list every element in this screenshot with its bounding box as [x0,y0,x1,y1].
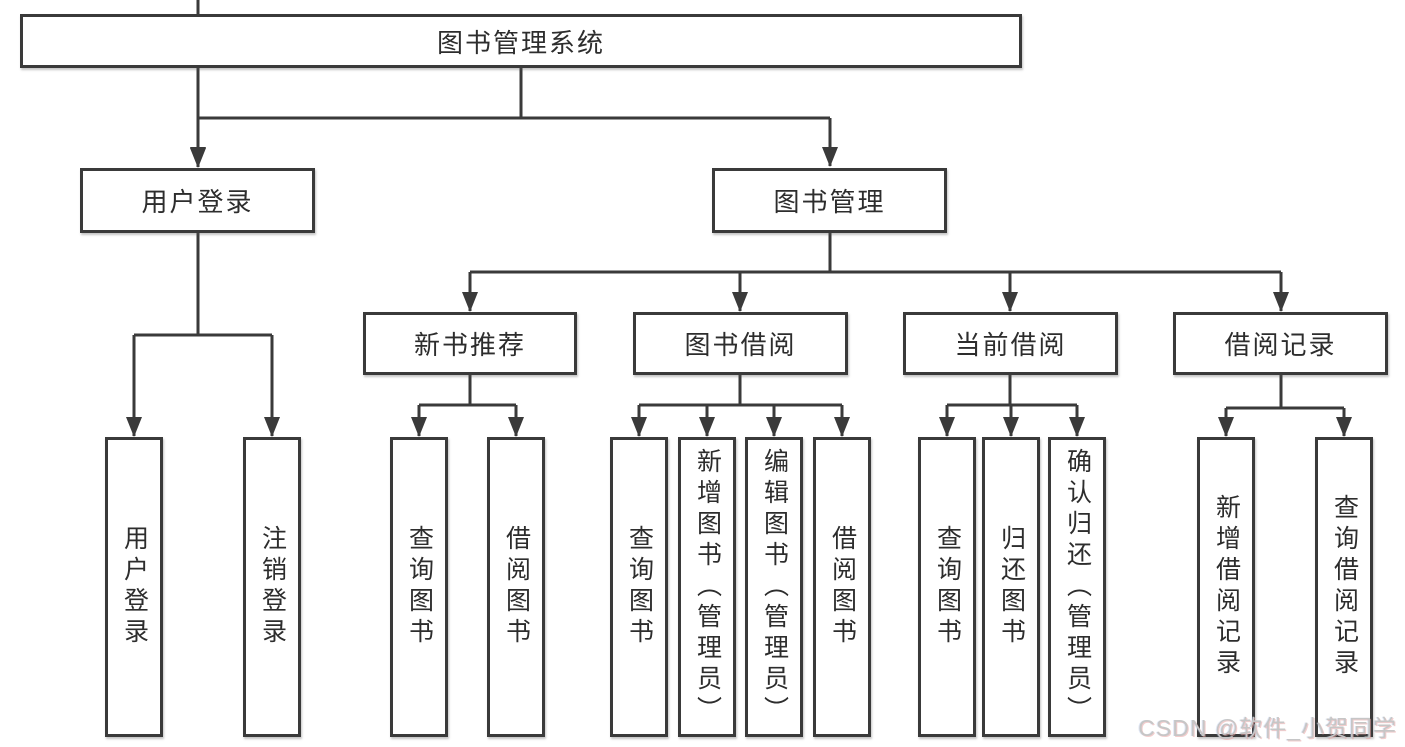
leaf-return-book: 归还图书 [982,437,1040,737]
leaf-label: 归还图书 [997,525,1026,649]
node-label: 图书管理系统 [436,27,605,58]
node-label: 当前借阅 [954,330,1067,360]
leaf-edit-book-admin: 编辑图书（管理员） [745,437,803,737]
node-label: 图书管理 [773,187,886,217]
leaf-logout: 注销登录 [243,437,301,737]
leaf-borrow-books-recommend: 借阅图书 [487,437,545,737]
leaf-borrow-books: 借阅图书 [813,437,871,737]
node-label: 借阅记录 [1224,330,1337,360]
csdn-watermark: CSDN @软件_小贺同学 [1138,715,1397,741]
leaf-label: 借阅图书 [828,525,857,649]
node-label: 新书推荐 [413,330,526,360]
leaf-confirm-return-admin: 确认归还（管理员） [1048,437,1106,737]
leaf-query-books-borrow: 查询图书 [610,437,668,737]
leaf-label: 编辑图书（管理员） [760,447,789,727]
leaf-label: 查询图书 [625,525,654,649]
node-label: 用户登录 [141,187,254,217]
leaf-add-book-admin: 新增图书（管理员） [678,437,736,737]
leaf-label: 确认归还（管理员） [1063,447,1092,727]
leaf-user-login: 用户登录 [105,437,163,737]
leaf-label: 查询图书 [405,525,434,649]
node-user-login: 用户登录 [80,168,315,233]
leaf-label: 注销登录 [258,525,287,649]
node-new-book-recommend: 新书推荐 [363,312,577,375]
leaf-query-books-current: 查询图书 [918,437,976,737]
leaf-label: 查询借阅记录 [1330,494,1359,680]
node-current-borrow: 当前借阅 [903,312,1118,375]
leaf-add-borrow-record: 新增借阅记录 [1197,437,1255,737]
leaf-label: 查询图书 [933,525,962,649]
node-book-management: 图书管理 [712,168,947,233]
leaf-label: 借阅图书 [502,525,531,649]
node-root: 图书管理系统 [20,14,1022,68]
leaf-query-borrow-record: 查询借阅记录 [1315,437,1373,737]
node-label: 图书借阅 [684,330,797,360]
node-book-borrow: 图书借阅 [633,312,848,375]
leaf-label: 用户登录 [120,525,149,649]
node-borrow-records: 借阅记录 [1173,312,1388,375]
leaf-label: 新增借阅记录 [1212,494,1241,680]
leaf-query-books-recommend: 查询图书 [390,437,448,737]
leaf-label: 新增图书（管理员） [693,447,722,727]
